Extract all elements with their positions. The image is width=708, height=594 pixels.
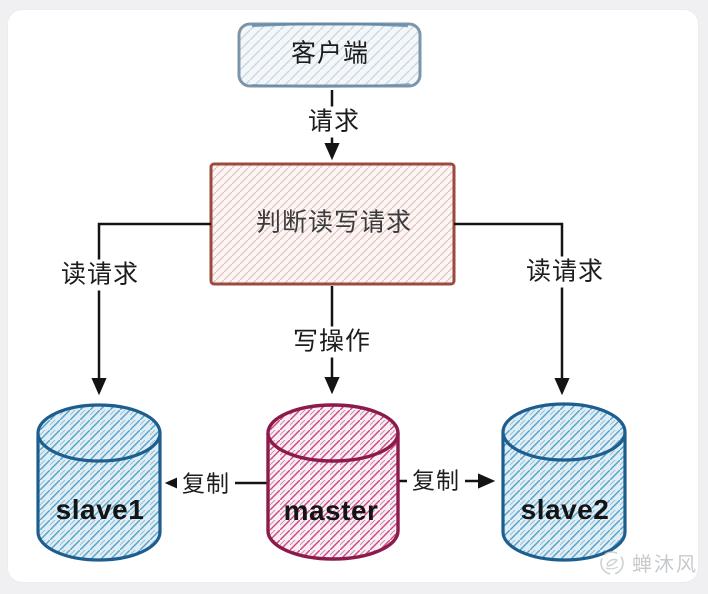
slave1-cylinder [36, 403, 162, 562]
cicada-logo-icon [600, 550, 624, 575]
client-box-bottom-accent [251, 83, 411, 88]
master-cylinder [266, 403, 400, 561]
request-label: 请求 [302, 106, 366, 138]
client-label: 客户端 [290, 39, 370, 68]
arrow-decision-to-slave2 [454, 222, 570, 396]
slave1-label: slave1 [55, 494, 145, 525]
slave2-label: slave2 [520, 494, 610, 525]
replicate-left-label: 复制 [177, 469, 235, 499]
arrow-decision-to-slave1 [91, 222, 211, 396]
read-request-left-label: 读请求 [55, 259, 145, 291]
client-box [237, 22, 422, 88]
watermark: 蝉沐风 [598, 548, 698, 577]
replicate-right-label: 复制 [407, 466, 465, 496]
write-operation-label: 写操作 [287, 326, 377, 358]
client-box-top-accent [251, 22, 409, 28]
watermark-text: 蝉沐风 [632, 554, 698, 576]
master-label: master [283, 495, 379, 526]
read-request-right-label: 读请求 [520, 256, 610, 288]
slave2-cylinder [501, 402, 627, 562]
decision-label: 判断读写请求 [255, 208, 413, 237]
